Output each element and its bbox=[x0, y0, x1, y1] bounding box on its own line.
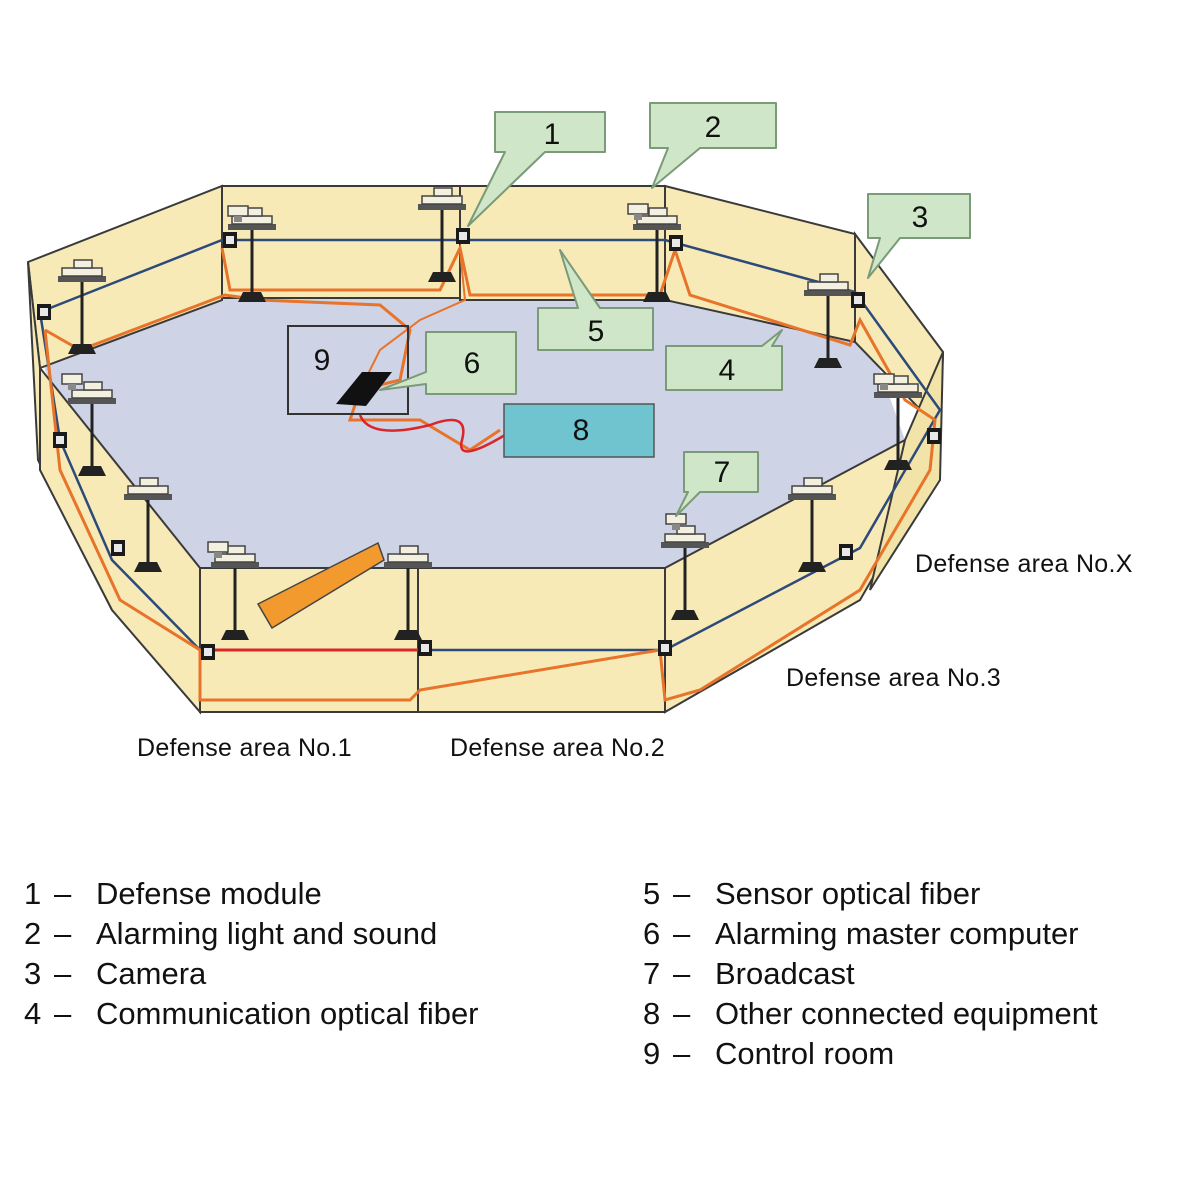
svg-text:1: 1 bbox=[544, 118, 561, 151]
legend-dash: – bbox=[673, 876, 691, 911]
legend-item: 8 – Other connected equipment bbox=[643, 996, 1098, 1036]
master-computer-icon bbox=[336, 372, 392, 406]
legend-dash: – bbox=[673, 956, 691, 991]
legend-item: 9 – Control room bbox=[643, 1036, 1098, 1076]
legend-item: 7 – Broadcast bbox=[643, 956, 1098, 996]
legend-label: Alarming master computer bbox=[715, 916, 1079, 951]
area-label-2: Defense area No.2 bbox=[450, 734, 665, 762]
callout-3: 3 bbox=[867, 193, 971, 279]
svg-text:3: 3 bbox=[912, 201, 929, 234]
legend-dash: – bbox=[54, 876, 72, 911]
area-label-x: Defense area No.X bbox=[915, 550, 1133, 578]
area-label-3: Defense area No.3 bbox=[786, 664, 1001, 692]
comm-fiber-loop bbox=[43, 243, 937, 702]
legend-dash: – bbox=[54, 916, 72, 951]
control-link bbox=[358, 414, 506, 453]
legend-label: Sensor optical fiber bbox=[715, 876, 981, 911]
legend-dash: – bbox=[673, 1036, 691, 1071]
svg-text:6: 6 bbox=[464, 347, 481, 380]
svg-text:5: 5 bbox=[588, 315, 605, 348]
legend-item: 3 – Camera bbox=[24, 956, 479, 996]
callout-8-text: 8 bbox=[573, 414, 590, 447]
legend-dash: – bbox=[673, 916, 691, 951]
svg-text:4: 4 bbox=[719, 354, 736, 387]
legend-number: 4 bbox=[24, 996, 42, 1031]
callout-9-text: 9 bbox=[314, 344, 331, 377]
legend-left: 1 – Defense module 2 – Alarming light an… bbox=[24, 876, 479, 1036]
legend-number: 9 bbox=[643, 1036, 661, 1071]
legend-item: 6 – Alarming master computer bbox=[643, 916, 1098, 956]
svg-text:7: 7 bbox=[714, 456, 731, 489]
callout-5: 5 bbox=[537, 249, 654, 351]
perimeter-diagram: 8 1 2 3 4 5 6 7 9 bbox=[26, 102, 971, 715]
camera-beam bbox=[256, 541, 385, 630]
legend-right: 5 – Sensor optical fiber 6 – Alarming ma… bbox=[643, 876, 1098, 1076]
legend-number: 8 bbox=[643, 996, 661, 1031]
legend-label: Broadcast bbox=[715, 956, 855, 991]
legend-label: Control room bbox=[715, 1036, 895, 1071]
legend-dash: – bbox=[54, 956, 72, 991]
legend-item: 1 – Defense module bbox=[24, 876, 479, 916]
legend-dash: – bbox=[673, 996, 691, 1031]
legend-label: Camera bbox=[96, 956, 207, 991]
callout-2: 2 bbox=[649, 102, 777, 189]
legend-number: 1 bbox=[24, 876, 42, 911]
legend-number: 3 bbox=[24, 956, 42, 991]
legend-label: Communication optical fiber bbox=[96, 996, 479, 1031]
callout-7: 7 bbox=[675, 451, 759, 517]
svg-text:2: 2 bbox=[705, 111, 722, 144]
fence-front bbox=[27, 261, 944, 715]
callout-6: 6 bbox=[379, 331, 517, 395]
legend-dash: – bbox=[54, 996, 72, 1031]
comm-fiber-inner bbox=[359, 249, 467, 391]
legend-number: 6 bbox=[643, 916, 661, 951]
legend-number: 5 bbox=[643, 876, 661, 911]
callout-1: 1 bbox=[467, 111, 606, 227]
callout-4: 4 bbox=[665, 329, 783, 391]
legend-item: 2 – Alarming light and sound bbox=[24, 916, 479, 956]
legend-item: 4 – Communication optical fiber bbox=[24, 996, 479, 1036]
legend-item: 5 – Sensor optical fiber bbox=[643, 876, 1098, 916]
legend-label: Defense module bbox=[96, 876, 322, 911]
legend-number: 2 bbox=[24, 916, 42, 951]
legend-label: Other connected equipment bbox=[715, 996, 1098, 1031]
legend-number: 7 bbox=[643, 956, 661, 991]
control-room-box bbox=[287, 325, 409, 415]
other-equipment-box bbox=[503, 403, 655, 458]
legend-label: Alarming light and sound bbox=[96, 916, 438, 951]
area-label-1: Defense area No.1 bbox=[137, 734, 352, 762]
